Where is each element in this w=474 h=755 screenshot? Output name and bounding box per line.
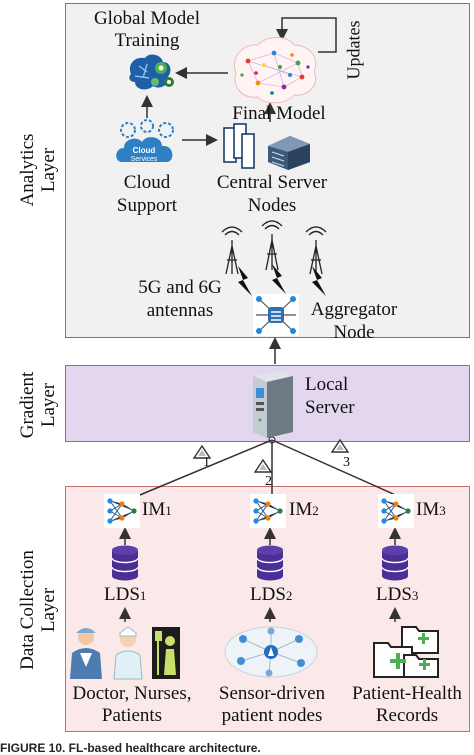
antenna-towers-icon — [221, 220, 327, 275]
source2-label: Sensor-driven patient nodes — [218, 683, 326, 726]
svg-text:Services: Services — [131, 156, 158, 163]
gradient-delta-2-index: 2 — [265, 474, 272, 489]
aggregator-label: Aggregator Node — [310, 299, 398, 343]
gradient-delta-3-index: 3 — [343, 455, 350, 470]
patient-health-records-icon — [373, 626, 439, 678]
gradient-delta-3 — [330, 438, 350, 459]
gradient-delta-2 — [253, 458, 273, 479]
gradient-delta-1 — [192, 444, 212, 465]
wireless-signal-icon — [238, 264, 326, 296]
cloud-services-icon: Cloud Services — [116, 119, 174, 163]
source1-label: Doctor, Nurses, Patients — [72, 683, 192, 726]
cloud-support-label: Cloud Support — [116, 172, 178, 216]
figure-caption: FIGURE 10. FL-based healthcare architect… — [0, 741, 261, 755]
central-server-icon — [223, 123, 310, 170]
im2-network-icon — [250, 494, 286, 528]
central-server-label: Central Server Nodes — [216, 172, 328, 216]
final-model-network-icon — [234, 37, 317, 104]
gradient-delta-1-index: 1 — [203, 455, 210, 470]
lds1-label: LDS1 — [104, 584, 147, 605]
source3-label: Patient-Health Records — [352, 683, 462, 726]
lds3-label: LDS3 — [376, 584, 419, 605]
antennas-label: 5G and 6G antennas — [138, 277, 222, 321]
line-to-im1 — [134, 439, 273, 498]
ai-brain-gear-icon — [129, 54, 174, 90]
im1-label: IM1 — [142, 499, 172, 520]
doctor-nurses-patients-icon — [70, 626, 180, 680]
local-server-icon — [253, 370, 293, 438]
line-to-im3 — [271, 439, 401, 498]
lds3-database-icon — [381, 545, 409, 581]
local-server-label: Local Server — [305, 374, 355, 418]
global-model-training-label: Global Model Training — [93, 8, 201, 51]
lds1-database-icon — [111, 545, 139, 581]
im3-label: IM3 — [416, 499, 446, 520]
updates-label: Updates — [343, 20, 364, 80]
lds2-database-icon — [256, 545, 284, 581]
lds2-label: LDS2 — [250, 584, 293, 605]
final-model-label: Final Model — [232, 103, 326, 124]
aggregator-node-icon — [253, 294, 299, 336]
sensor-driven-nodes-icon — [224, 626, 318, 678]
svg-text:Cloud: Cloud — [133, 146, 156, 155]
updates-loop-arrow — [276, 17, 337, 53]
im2-label: IM2 — [289, 499, 319, 520]
im1-network-icon — [104, 494, 140, 528]
im3-network-icon — [378, 494, 414, 528]
